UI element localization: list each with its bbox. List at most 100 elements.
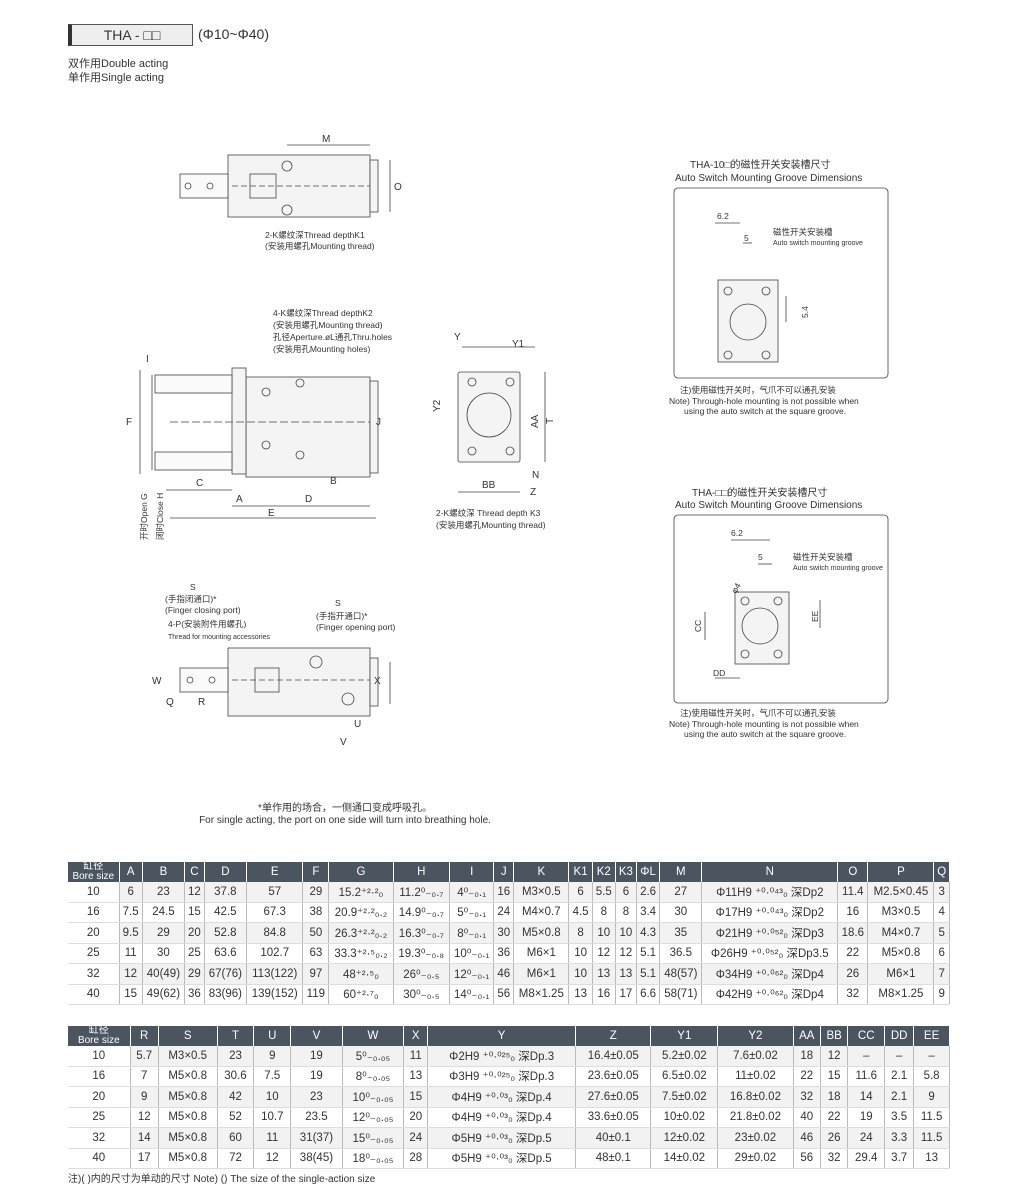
- single-acting-note-en: For single acting, the port on one side …: [199, 815, 491, 826]
- table-cell: 113(122): [246, 963, 304, 985]
- table-cell: 32: [820, 1148, 849, 1169]
- groove-sub: Auto Switch Mounting Groove Dimensions: [675, 500, 862, 511]
- bore-size-cell: 25: [68, 1107, 131, 1128]
- table-cell: 12: [119, 963, 143, 985]
- column-header: I: [449, 862, 495, 882]
- groove-phi4: φ4: [729, 581, 743, 595]
- table-cell: 22: [793, 1066, 821, 1087]
- table-cell: 3: [933, 882, 950, 903]
- table-cell: 23: [217, 1046, 255, 1067]
- table-cell: 5.7: [130, 1046, 159, 1067]
- table-cell: 58(71): [659, 984, 703, 1005]
- table-cell: 24.5: [142, 902, 186, 923]
- column-header: G: [328, 862, 394, 882]
- table-cell: 10.7: [253, 1107, 292, 1128]
- s-port-open: S: [335, 598, 341, 608]
- groove-frame: [673, 514, 889, 704]
- front-view: [139, 367, 379, 519]
- table-cell: 31(37): [290, 1127, 343, 1149]
- table-cell: 18⁰₋₀.₀₅: [342, 1148, 405, 1169]
- table-cell: 6.5±0.02: [650, 1066, 719, 1087]
- table-cell: 7: [130, 1066, 159, 1087]
- table-cell: 20: [184, 922, 205, 944]
- table-cell: 102.7: [246, 943, 304, 964]
- column-header: X: [403, 1026, 429, 1046]
- column-header: V: [290, 1026, 343, 1046]
- table-cell: 2.6: [636, 882, 661, 903]
- dim-v: V: [340, 737, 347, 748]
- dim-u: U: [354, 719, 361, 730]
- table-cell: 7: [933, 963, 950, 985]
- table-cell: M8×1.25: [867, 984, 935, 1005]
- table-cell: 4.3: [636, 922, 661, 944]
- table-cell: 12: [820, 1046, 849, 1067]
- k3-thread-label: 2-K螺纹深 Thread depth K3: [436, 508, 541, 518]
- table-cell: 29: [302, 882, 330, 903]
- table-cell: 10±0.02: [650, 1107, 719, 1128]
- column-header: K2: [592, 862, 616, 882]
- table-cell: 13: [403, 1066, 429, 1087]
- table-cell: 40: [793, 1107, 821, 1128]
- table-cell: 46: [793, 1127, 821, 1149]
- table-cell: 30.6: [217, 1066, 255, 1087]
- table-cell: 15: [119, 984, 143, 1005]
- groove10-label-cn: 磁性开关安装槽: [773, 227, 833, 237]
- k1-mount-label: (安装用螺孔Mounting thread): [265, 241, 375, 251]
- k3-mount-label: (安装用螺孔Mounting thread): [436, 520, 546, 530]
- table-cell: 6: [615, 882, 637, 903]
- bore-size-cell: 40: [68, 984, 120, 1005]
- dim-w: W: [152, 676, 162, 687]
- table-cell: 32: [793, 1086, 821, 1108]
- table-cell: 3.3: [884, 1127, 915, 1149]
- dim-t: T: [545, 418, 556, 424]
- table-cell: 4: [933, 902, 950, 923]
- bore-size-cell: 40: [68, 1148, 131, 1169]
- table-cell: 25: [184, 943, 205, 964]
- table-cell: 5.5: [592, 882, 616, 903]
- table-cell: 12: [592, 943, 616, 964]
- table-cell: 24: [493, 902, 515, 923]
- column-header: D: [204, 862, 248, 882]
- bore-range: (Φ10~Φ40): [198, 26, 269, 42]
- groove-dim-dd: DD: [713, 668, 725, 678]
- table-cell: 52: [217, 1107, 255, 1128]
- table-cell: M5×0.8: [158, 1148, 218, 1169]
- table-cell: 56: [793, 1148, 821, 1169]
- column-header: BB: [820, 1026, 849, 1046]
- p-accessory-label: 4-P(安装附件用螺孔): [168, 619, 247, 629]
- table-cell: 11.5: [913, 1107, 950, 1128]
- table-cell: 5.1: [636, 943, 661, 964]
- table-cell: 12: [184, 882, 205, 903]
- table-cell: 60⁺²·⁷₀: [328, 984, 394, 1005]
- table-cell: 6: [933, 943, 950, 964]
- dim-y2: Y2: [432, 399, 443, 412]
- table-cell: 15⁰₋₀.₀₅: [342, 1127, 405, 1149]
- side-view: [457, 346, 546, 493]
- table-cell: 16: [837, 902, 869, 923]
- table-cell: M6×1: [513, 963, 570, 985]
- table-cell: 11.5: [913, 1127, 950, 1149]
- table-cell: M3×0.5: [513, 882, 570, 903]
- groove10-note-2: Note) Through-hole mounting is not possi…: [669, 396, 859, 406]
- groove-dim-62: 6.2: [731, 528, 743, 538]
- table-cell: 24: [847, 1127, 886, 1149]
- table-cell: M4×0.7: [867, 922, 935, 944]
- table-cell: 33.3⁺²·⁵₀.₂: [328, 943, 394, 964]
- dim-m: M: [322, 134, 330, 145]
- table-cell: 8⁰₋₀.₀₅: [342, 1066, 405, 1087]
- table-cell: M5×0.8: [158, 1127, 218, 1149]
- table-cell: 22: [820, 1107, 849, 1128]
- groove-dim-cc: CC: [693, 620, 703, 632]
- acting-double: 双作用Double acting: [68, 58, 169, 70]
- table-cell: Φ3H9 ⁺⁰·⁰²⁵₀ 深Dp.3: [427, 1066, 577, 1087]
- model-title: THA - □□: [68, 24, 193, 46]
- table-cell: 97: [302, 963, 330, 985]
- table-cell: 20.9⁺²·²₀.₂: [328, 902, 394, 923]
- finger-open-en: (Finger opening port): [316, 622, 396, 632]
- table-cell: 12: [130, 1107, 159, 1128]
- table-cell: 57: [246, 882, 304, 903]
